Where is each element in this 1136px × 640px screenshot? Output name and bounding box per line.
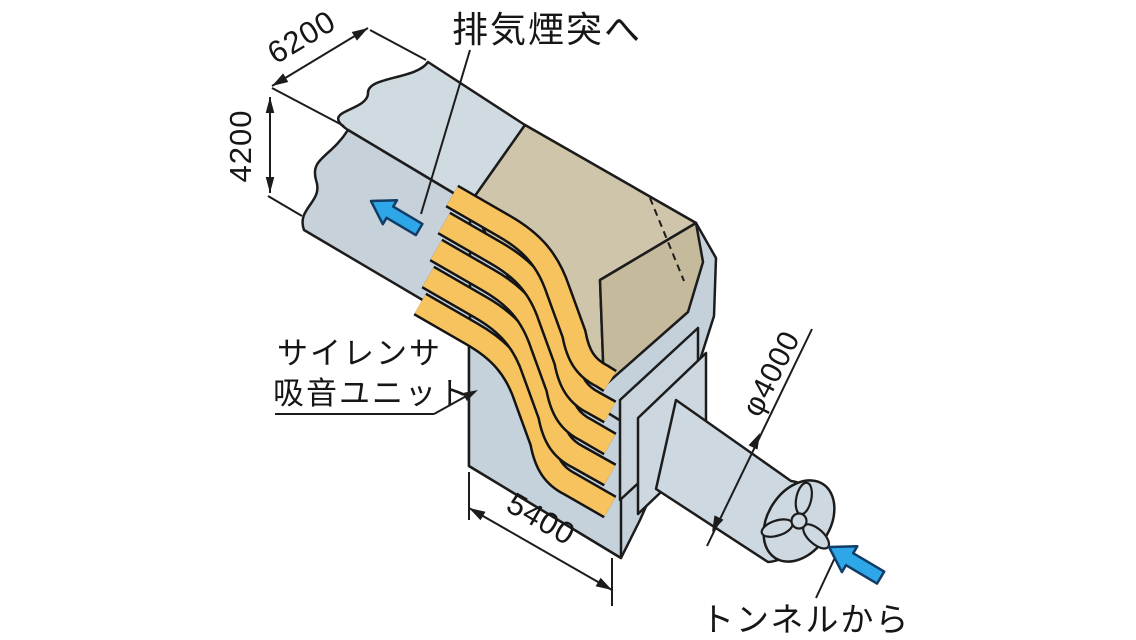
dimension-arrow <box>265 97 275 113</box>
tunnel-direction-label: トンネルから <box>701 601 910 638</box>
hidden-edge-dashed <box>649 197 685 282</box>
silencer-label-line2: 吸音ユニット <box>273 376 471 411</box>
dimension-line <box>706 328 813 547</box>
extension-line <box>267 195 303 217</box>
dimension-arrow <box>712 515 724 532</box>
silencer-label-group: サイレンサ 吸音ユニット <box>273 336 478 415</box>
baffle-plates <box>413 184 617 519</box>
dimension-arrow <box>265 177 275 193</box>
flow-arrow-icon <box>369 198 424 237</box>
baffle-plate <box>437 211 617 424</box>
flow-arrows <box>369 198 886 585</box>
dimension-arrow <box>748 433 760 450</box>
tunnel-label-group: トンネルから <box>701 550 910 638</box>
extension-line <box>271 87 345 127</box>
dimension-arrow <box>469 508 486 521</box>
flow-arrow-icon <box>827 545 886 585</box>
exhaust-label-group: 排気煙突へ <box>420 9 642 215</box>
dimension-6200-value: 6200 <box>261 3 342 71</box>
exhaust-direction-label: 排気煙突へ <box>452 9 642 50</box>
dimension-arrow <box>351 28 368 41</box>
inlet-cylinder <box>654 398 836 564</box>
dimension-phi4000-value: φ4000 <box>736 326 807 422</box>
leader-arrowhead <box>462 390 478 401</box>
top-panel-slope <box>598 221 705 388</box>
propeller-fan-icon <box>760 481 831 550</box>
dimension-arrow <box>595 577 612 590</box>
dimension-line <box>468 507 613 591</box>
extension-line <box>369 29 427 61</box>
dimension-4200-value: 4200 <box>223 110 258 183</box>
leader-line <box>433 393 471 415</box>
fan-hub <box>790 512 808 530</box>
dimension-arrow <box>272 73 289 86</box>
dimension-6200: 6200 <box>261 3 427 87</box>
duct-top-face <box>337 60 527 205</box>
dimension-line <box>271 27 369 87</box>
leader-line <box>420 49 471 215</box>
baffle-plate <box>429 238 617 456</box>
baffle-plate <box>421 265 617 487</box>
baffle-plate <box>445 184 617 393</box>
dimension-4200: 4200 <box>223 87 345 217</box>
baffle-plate <box>413 292 617 519</box>
silencer-label-line1: サイレンサ <box>277 336 442 371</box>
